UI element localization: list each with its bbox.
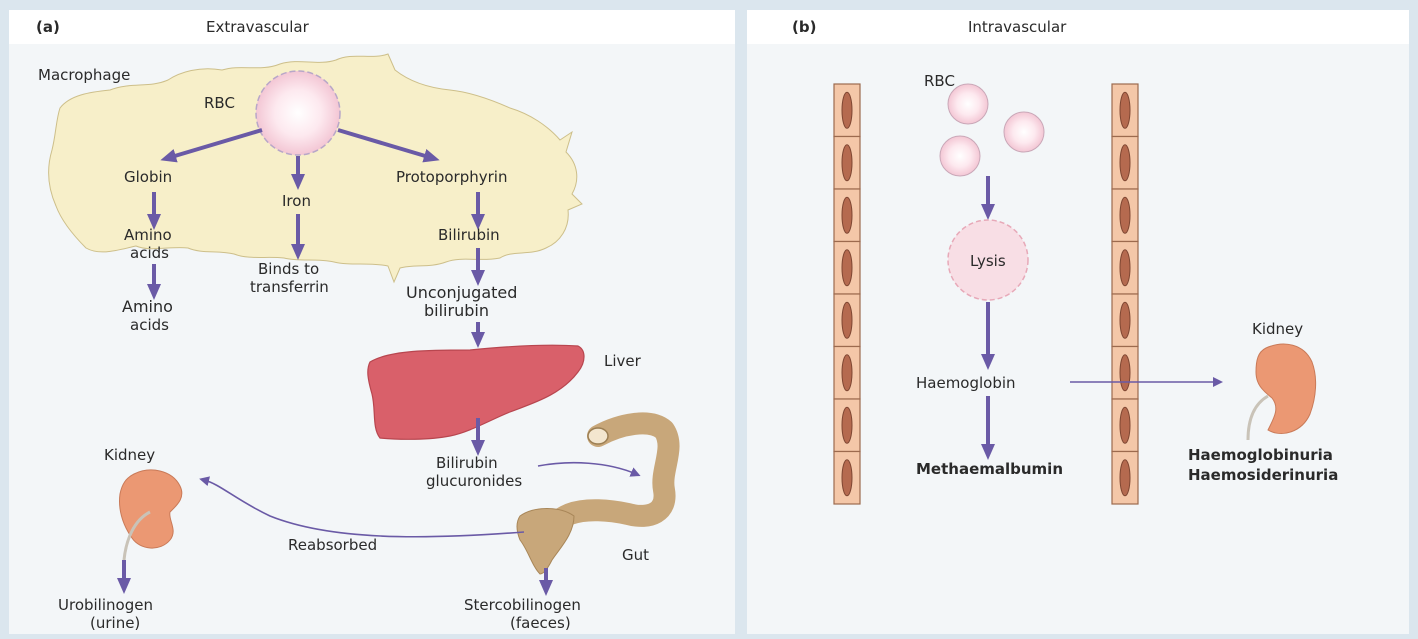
methaemalbumin-label: Methaemalbumin <box>916 460 1063 478</box>
faeces-label: (faeces) <box>510 614 571 632</box>
panel-b-tag: (b) <box>792 18 816 36</box>
transferrin-label: transferrin <box>250 278 329 296</box>
rbc-label-a: RBC <box>204 94 235 112</box>
vessel-wall-left <box>834 84 860 504</box>
vessel-nucleus <box>1120 355 1130 391</box>
vessel-nucleus <box>842 250 852 286</box>
unconjugated-bilirubin-label: bilirubin <box>424 301 489 320</box>
kidney-label-b: Kidney <box>1252 320 1303 338</box>
stercobilinogen-label: Stercobilinogen <box>464 596 581 614</box>
vessel-wall-right <box>1112 84 1138 504</box>
amino-acids-outer-2: acids <box>130 316 169 334</box>
vessel-nucleus <box>842 197 852 233</box>
glucuronides-label-2: glucuronides <box>426 472 522 490</box>
rbc-cell-a <box>256 71 340 155</box>
vessel-nucleus <box>1120 407 1130 443</box>
panel-extravascular: (a) Extravascular Macrophage RBC Globin … <box>9 10 735 634</box>
panel-b-header <box>747 10 1409 44</box>
gut-opening <box>588 428 608 444</box>
amino-acids-outer-1: Amino <box>122 297 173 316</box>
glucuronides-label-1: Bilirubin <box>436 454 498 472</box>
vessel-nucleus <box>1120 92 1130 128</box>
panel-b-title: Intravascular <box>968 18 1067 36</box>
vessel-nucleus <box>842 355 852 391</box>
vessel-nucleus <box>1120 145 1130 181</box>
vessel-nucleus <box>842 407 852 443</box>
urine-label: (urine) <box>90 614 140 632</box>
iron-label: Iron <box>282 192 311 210</box>
bilirubin-label: Bilirubin <box>438 226 500 244</box>
kidney-label-a: Kidney <box>104 446 155 464</box>
panel-a-title: Extravascular <box>206 18 310 36</box>
lysis-label: Lysis <box>970 252 1006 270</box>
panel-a-header <box>9 10 735 44</box>
globin-label: Globin <box>124 168 172 186</box>
amino-acids-inner-2: acids <box>130 244 169 262</box>
vessel-nucleus <box>1120 250 1130 286</box>
unconjugated-label: Unconjugated <box>406 283 517 302</box>
rbc-cell-b3 <box>940 136 980 176</box>
binds-to-label: Binds to <box>258 260 319 278</box>
gut-label: Gut <box>622 546 649 564</box>
amino-acids-inner-1: Amino <box>124 226 172 244</box>
rbc-cell-b2 <box>1004 112 1044 152</box>
vessel-nucleus <box>842 92 852 128</box>
rbc-cell-b1 <box>948 84 988 124</box>
vessel-nucleus <box>1120 302 1130 338</box>
macrophage-label: Macrophage <box>38 66 130 84</box>
panel-a-tag: (a) <box>36 18 60 36</box>
protoporphyrin-label: Protoporphyrin <box>396 168 507 186</box>
vessel-nucleus <box>1120 197 1130 233</box>
rbc-label-b: RBC <box>924 72 955 90</box>
panel-intravascular: (b) Intravascular RBC Lysis Haemoglobin … <box>747 10 1409 634</box>
vessel-nucleus <box>842 302 852 338</box>
haemoglobinuria-label: Haemoglobinuria <box>1188 446 1333 464</box>
vessel-nucleus <box>1120 460 1130 496</box>
haemosiderinuria-label: Haemosiderinuria <box>1188 466 1338 484</box>
haemoglobin-label: Haemoglobin <box>916 374 1016 392</box>
liver-label: Liver <box>604 352 642 370</box>
vessel-nucleus <box>842 145 852 181</box>
reabsorbed-label: Reabsorbed <box>288 536 377 554</box>
urobilinogen-label: Urobilinogen <box>58 596 153 614</box>
vessel-nucleus <box>842 460 852 496</box>
